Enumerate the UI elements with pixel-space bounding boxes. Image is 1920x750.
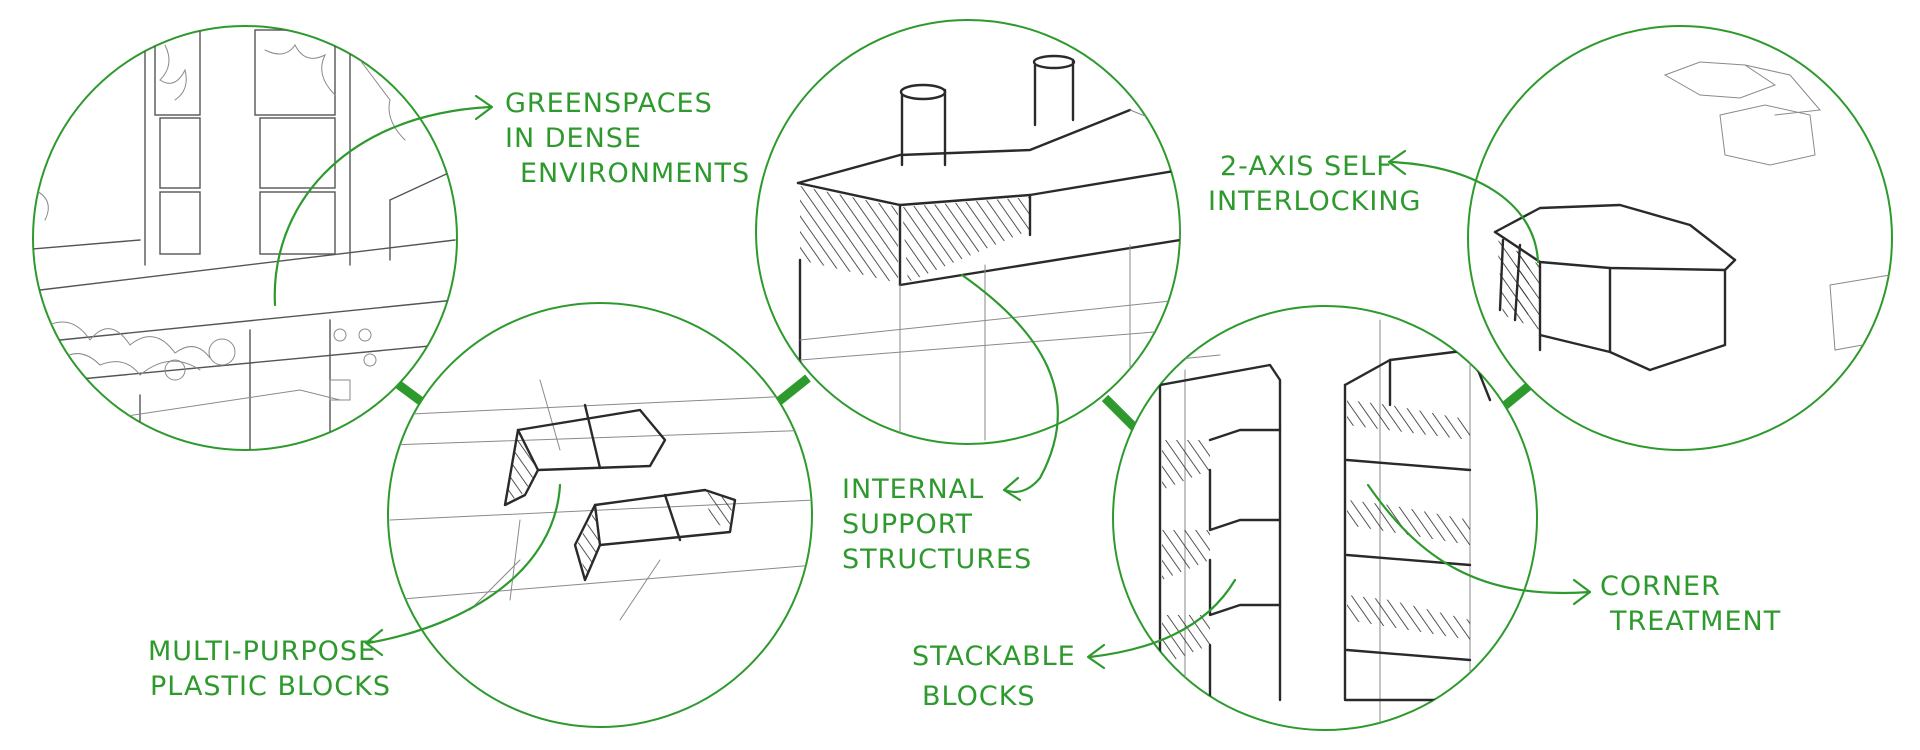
label-internal-support: INTERNAL SUPPORT STRUCTURES (842, 474, 1032, 575)
arrow-internal-support (960, 273, 1059, 502)
sketch-circle-stackable-corner (1112, 305, 1538, 731)
label-line: GREENSPACES (505, 88, 713, 119)
label-line: TREATMENT (1609, 606, 1781, 637)
arrow-corner (1366, 483, 1592, 606)
connector-2-3 (775, 374, 811, 406)
label-corner: CORNER TREATMENT (1600, 571, 1781, 637)
label-stackable: STACKABLE BLOCKS (912, 641, 1076, 712)
arrow-stackable (1086, 578, 1237, 670)
label-line: INTERLOCKING (1208, 186, 1421, 217)
connector-4-5 (1499, 381, 1533, 412)
arrow-greenspaces (273, 94, 494, 307)
sketch-circle-plastic-blocks (387, 302, 813, 728)
sketch-circle-greenspaces (32, 25, 458, 451)
label-greenspaces: GREENSPACES IN DENSE ENVIRONMENTS (505, 88, 750, 189)
label-line: STACKABLE (912, 641, 1076, 672)
label-line: 2-AXIS SELF (1220, 151, 1393, 182)
label-interlocking: 2-AXIS SELF INTERLOCKING (1208, 151, 1421, 217)
arrow-interlocking (1387, 149, 1540, 264)
label-line: SUPPORT (842, 509, 973, 540)
arrow-plastic-blocks (364, 483, 562, 657)
connector-3-4 (1101, 394, 1139, 432)
label-line: STRUCTURES (842, 544, 1032, 575)
label-line: ENVIRONMENTS (520, 158, 750, 189)
label-line: IN DENSE (505, 123, 642, 154)
label-line: PLASTIC BLOCKS (150, 671, 391, 702)
label-line: INTERNAL (842, 474, 984, 505)
sketch-circle-interlocking (1467, 25, 1893, 451)
label-line: CORNER (1600, 571, 1721, 602)
sketch-circle-internal-support (755, 19, 1181, 445)
label-line: MULTI-PURPOSE (148, 636, 376, 667)
label-line: BLOCKS (922, 681, 1036, 712)
label-plastic-blocks: MULTI-PURPOSE PLASTIC BLOCKS (148, 636, 391, 702)
